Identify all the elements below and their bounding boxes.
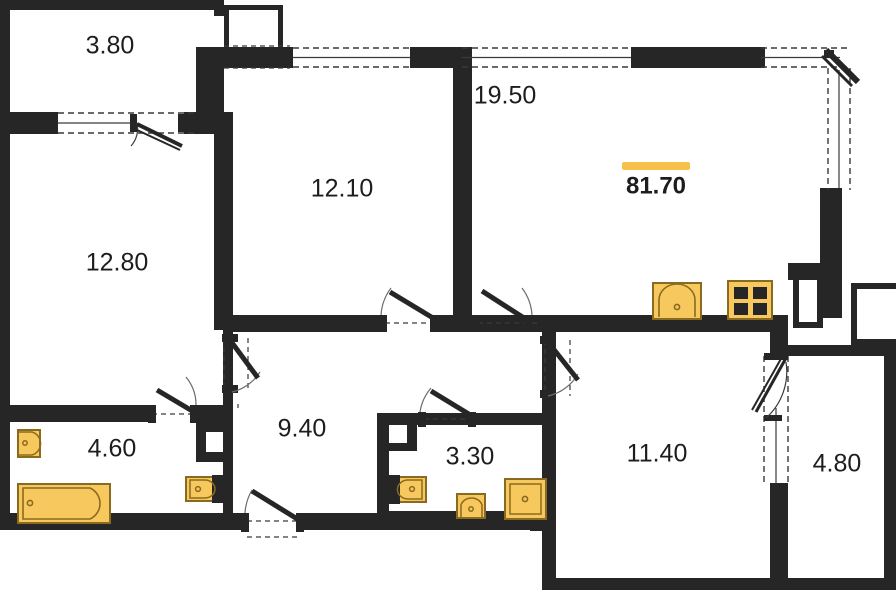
door-bedroom-left (148, 376, 198, 423)
wall-bedroom-right-bottom (542, 578, 788, 590)
wall-balcony-left (0, 0, 10, 120)
room-labels-group: 3.80 12.80 12.10 19.50 4.60 9.40 3.30 11… (86, 32, 862, 478)
wall-shaft-left-top (196, 422, 233, 432)
wall-hall-bottom-stub (223, 513, 241, 530)
wall-wc-niche-right (407, 413, 417, 450)
wall-niche-top (224, 5, 283, 10)
door-wc (418, 387, 476, 427)
wall-hall-left-lower (223, 455, 233, 530)
wall-mid-vertical-lower (453, 135, 472, 325)
wall-window-pier-d (753, 47, 765, 68)
wall-shaft-r2-top (851, 283, 896, 289)
wall-balcony-right-top (770, 345, 896, 356)
room-label-balcony-top-left: 3.80 (86, 32, 135, 60)
wall-left-jamb (196, 47, 224, 121)
window-balcony-top-stub (224, 45, 290, 69)
wall-shaft-r1-bottom (793, 322, 823, 328)
door-living-room (472, 287, 538, 332)
toilet-icon-wc (388, 475, 427, 504)
door-bedroom-right (540, 336, 580, 398)
door-entrance (241, 488, 304, 538)
total-area-label: 81.70 (626, 172, 686, 199)
wall-bath-top-left (0, 405, 150, 422)
window-right-1 (827, 68, 851, 190)
wall-balcony-right-upper (214, 0, 224, 16)
room-label-balcony-right: 4.80 (813, 450, 862, 478)
bathtub-icon (17, 483, 111, 524)
fixtures-group (17, 280, 773, 524)
door-balcony-right (751, 353, 788, 421)
window-top-2 (462, 47, 631, 68)
wall-shaft-r2-left (851, 283, 857, 345)
room-label-bathroom-large: 4.60 (88, 435, 137, 463)
stove-icon (727, 280, 773, 320)
room-label-living-kitchen: 19.50 (474, 82, 537, 110)
wall-exterior-right (884, 345, 896, 590)
room-label-bathroom-small: 3.30 (446, 443, 495, 471)
wall-mid-vertical-upper (453, 47, 472, 147)
wall-balcony-right-bottom (770, 578, 896, 590)
window-top-1 (293, 47, 410, 68)
doors-group (130, 47, 861, 538)
room-label-hallway: 9.40 (278, 415, 327, 443)
wall-bedroom-left-right-upper (214, 112, 233, 217)
wall-balcony-right-side (770, 483, 788, 590)
room-label-bedroom-middle: 12.10 (311, 175, 374, 203)
wall-shaft-r2-bottom (851, 339, 896, 345)
wall-window-pier-b (410, 47, 462, 68)
wall-shaft-r1-left (793, 270, 799, 328)
wall-bedroom-left-right-lower (214, 200, 233, 330)
wall-shaft-r1-right (817, 270, 823, 328)
total-area-accent-bar (622, 162, 690, 170)
window-balcony-left (58, 112, 196, 134)
total-area-marker: 81.70 (622, 162, 690, 199)
wall-stub-mid (453, 300, 472, 332)
washbasin-icon-bath (17, 429, 42, 458)
wall-wc-niche-bottom (377, 443, 417, 451)
wall-shaft-left-side2 (223, 422, 233, 462)
wall-shaft-left-bottom (196, 452, 233, 462)
room-label-bedroom-right: 11.40 (627, 440, 688, 468)
wall-balcony-top (0, 0, 224, 10)
toilet-icon-bath (185, 475, 224, 503)
shower-tray-icon (504, 478, 547, 520)
wall-wc-left (377, 413, 389, 523)
room-label-bedroom-left: 12.80 (86, 249, 149, 277)
wall-shaft-r1-top (793, 270, 823, 276)
wall-wc-niche-top (377, 413, 417, 423)
wall-hall-left-upper (223, 330, 233, 422)
wall-window-pier-c (631, 47, 761, 68)
wall-right-vertical-upper (820, 188, 842, 318)
wall-shaft-left-side (196, 422, 206, 462)
wall-bedroom-right-left (542, 332, 556, 580)
wall-window-pier-a (283, 47, 293, 68)
door-balcony-left (130, 114, 185, 151)
door-bedroom-middle (379, 287, 438, 332)
door-hallway-upper-left (222, 334, 261, 393)
washbasin-icon-wc (456, 493, 486, 519)
kitchen-sink-icon (652, 282, 702, 320)
wall-balcony-door-left (0, 112, 58, 134)
wall-mid-horizontal-c (542, 315, 788, 332)
door-top-right-exterior (820, 47, 861, 88)
wall-niche-right (278, 5, 283, 52)
wall-exterior-left (0, 112, 10, 530)
wall-niche-left (224, 5, 229, 52)
wall-mid-horizontal-a (223, 315, 381, 332)
